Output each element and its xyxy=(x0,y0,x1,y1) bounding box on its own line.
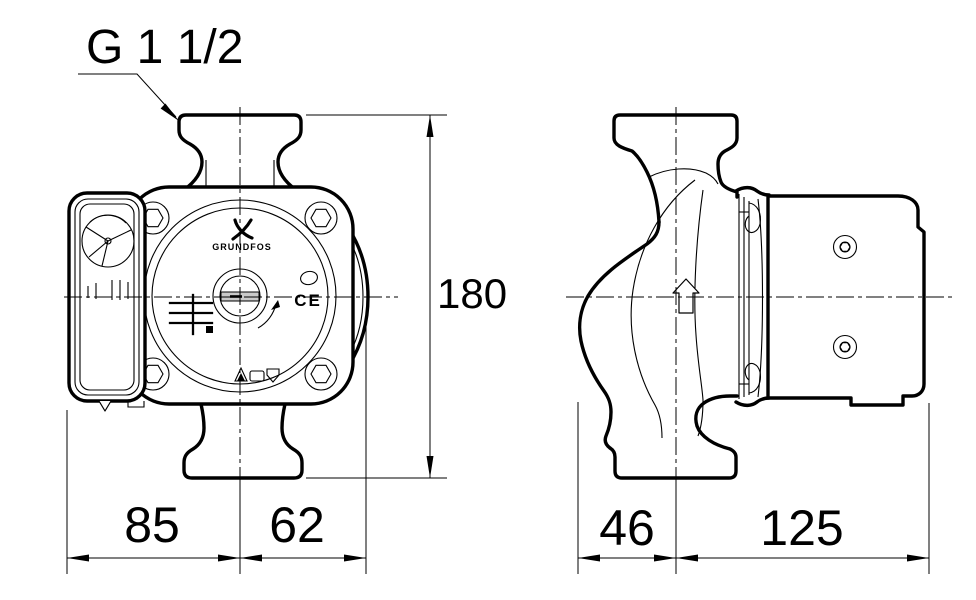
dim-180-label: 180 xyxy=(437,270,507,317)
logo-stroke-1 xyxy=(231,218,253,241)
rotation-arrow xyxy=(257,300,280,329)
side-volute-outline xyxy=(578,220,661,450)
logo-stroke-2 xyxy=(233,218,254,240)
ce-mark: CE xyxy=(294,270,322,310)
speed-selector-dial xyxy=(81,214,135,268)
motor-screw-top xyxy=(832,234,858,260)
brand-text: GRUNDFOS xyxy=(212,242,272,252)
faceplate-pictograms xyxy=(234,366,280,383)
bottom-port-flange xyxy=(182,402,304,480)
front-view: GRUNDFOS CE xyxy=(64,107,398,574)
volute-bulge-inner-line xyxy=(349,240,364,354)
side-bottom-flange xyxy=(608,446,738,480)
motor-housing-outline xyxy=(766,194,926,407)
side-bottom-neck xyxy=(694,394,739,451)
approval-oval xyxy=(300,270,318,286)
dimension-front-85-62: 85 62 xyxy=(66,322,367,574)
dimension-height-180: 180 xyxy=(306,114,507,479)
volute-inner-lines xyxy=(630,168,719,439)
terminal-box xyxy=(67,191,147,412)
box-bottom-pointer xyxy=(98,400,112,412)
dim-125-label: 125 xyxy=(760,500,843,556)
corner-bolt-top-right xyxy=(304,201,338,235)
dim-46-label: 46 xyxy=(599,500,655,556)
side-top-flange xyxy=(612,113,739,224)
thread-label: G 1 1/2 xyxy=(86,21,243,74)
dim-62-label: 62 xyxy=(269,497,325,553)
corner-bolt-bottom-right xyxy=(304,357,338,391)
dimension-side-46-125: 46 125 xyxy=(577,402,930,574)
brand-logo: GRUNDFOS xyxy=(212,218,272,252)
speed-setting-symbol xyxy=(168,293,214,336)
motor-screw-bottom xyxy=(832,334,858,360)
dimensions: G 1 1/2 180 85 62 xyxy=(66,21,930,574)
ce-text: CE xyxy=(294,291,322,310)
side-view xyxy=(566,107,952,574)
thread-callout: G 1 1/2 xyxy=(78,21,243,121)
box-bottom-tab xyxy=(127,401,145,408)
dim-85-label: 85 xyxy=(124,497,180,553)
pentagon-pictogram xyxy=(266,368,280,383)
square-pictogram xyxy=(249,370,265,382)
flow-direction-arrow xyxy=(672,278,700,314)
